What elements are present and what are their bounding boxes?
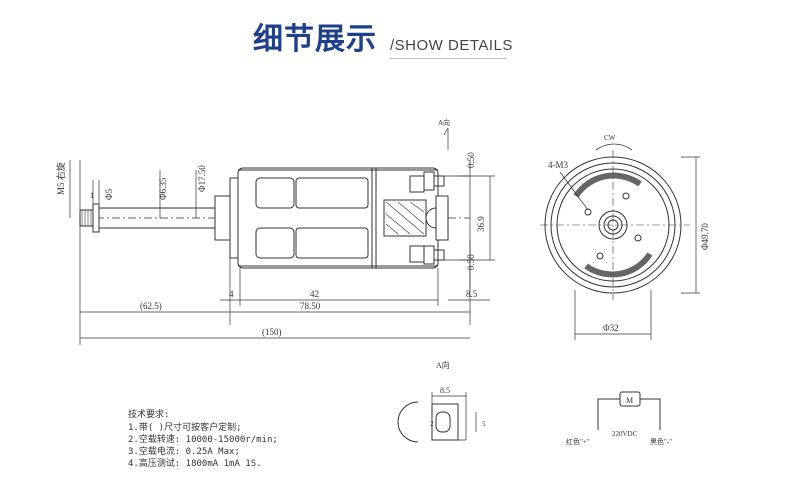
front-boss xyxy=(214,177,241,259)
requirement-line: 1.带( )尺寸可按客户定制; xyxy=(128,423,242,433)
dim-7850: 78.50 xyxy=(300,301,321,311)
cw-label: CW xyxy=(604,134,616,142)
motor-shaft xyxy=(79,203,470,233)
dim-42: 42 xyxy=(310,289,319,299)
dim-85: 8.5 xyxy=(466,289,478,299)
requirement-line: 4.高压测试: 1800mA 1mA 1S. xyxy=(128,459,262,469)
terminal-dim-2: 2 xyxy=(430,420,434,428)
title-underline xyxy=(390,58,506,59)
dim-050-top: 0.50 xyxy=(466,152,476,168)
wire-red-label: 红色"+" xyxy=(566,437,590,446)
dim-shaft-step: 1 xyxy=(90,191,94,200)
motor-symbol: M xyxy=(626,396,633,405)
requirement-line: 3.空载电流: 0.25A Max; xyxy=(128,447,240,457)
wiring-diagram xyxy=(597,391,661,430)
holes-label: 4-M3 xyxy=(548,160,568,170)
dim-d5: Φ5 xyxy=(104,188,114,200)
end-view xyxy=(540,143,700,340)
dim-369: 36.9 xyxy=(476,216,486,232)
terminal-view-label: A向 xyxy=(436,360,450,370)
requirement-line: 2.空载转速: 10000-15000r/min; xyxy=(128,435,278,445)
motor-body xyxy=(237,167,439,269)
arrow-a-label: A向 xyxy=(438,118,450,127)
side-dimensions xyxy=(69,127,495,345)
dim-d635: Φ6.35 xyxy=(158,177,168,200)
dim-050-bottom: 0.50 xyxy=(466,254,476,270)
terminal-dim-5: 5 xyxy=(482,420,486,428)
section-title: 细节展示 xyxy=(253,22,377,57)
dim-d32: Φ32 xyxy=(603,323,619,333)
terminal-dim-85: 8.5 xyxy=(440,386,450,395)
header: 细节展示 /SHOW DETAILS xyxy=(0,0,790,70)
requirements-title: 技术要求: xyxy=(128,410,170,420)
dim-d4970: Φ49.70 xyxy=(700,223,710,250)
dim-150: (150) xyxy=(262,327,282,337)
terminal-view xyxy=(397,392,477,443)
terminals xyxy=(423,171,445,265)
dim-625: (62.5) xyxy=(140,301,162,311)
dim-4: 4 xyxy=(229,289,234,299)
voltage-label: 220VDC xyxy=(612,430,638,438)
dim-d1750: Φ17.50 xyxy=(197,165,207,192)
section-subtitle: /SHOW DETAILS xyxy=(390,37,513,54)
thread-label: M5 右旋 xyxy=(55,162,66,195)
wire-black-label: 黑色"-" xyxy=(650,437,672,446)
